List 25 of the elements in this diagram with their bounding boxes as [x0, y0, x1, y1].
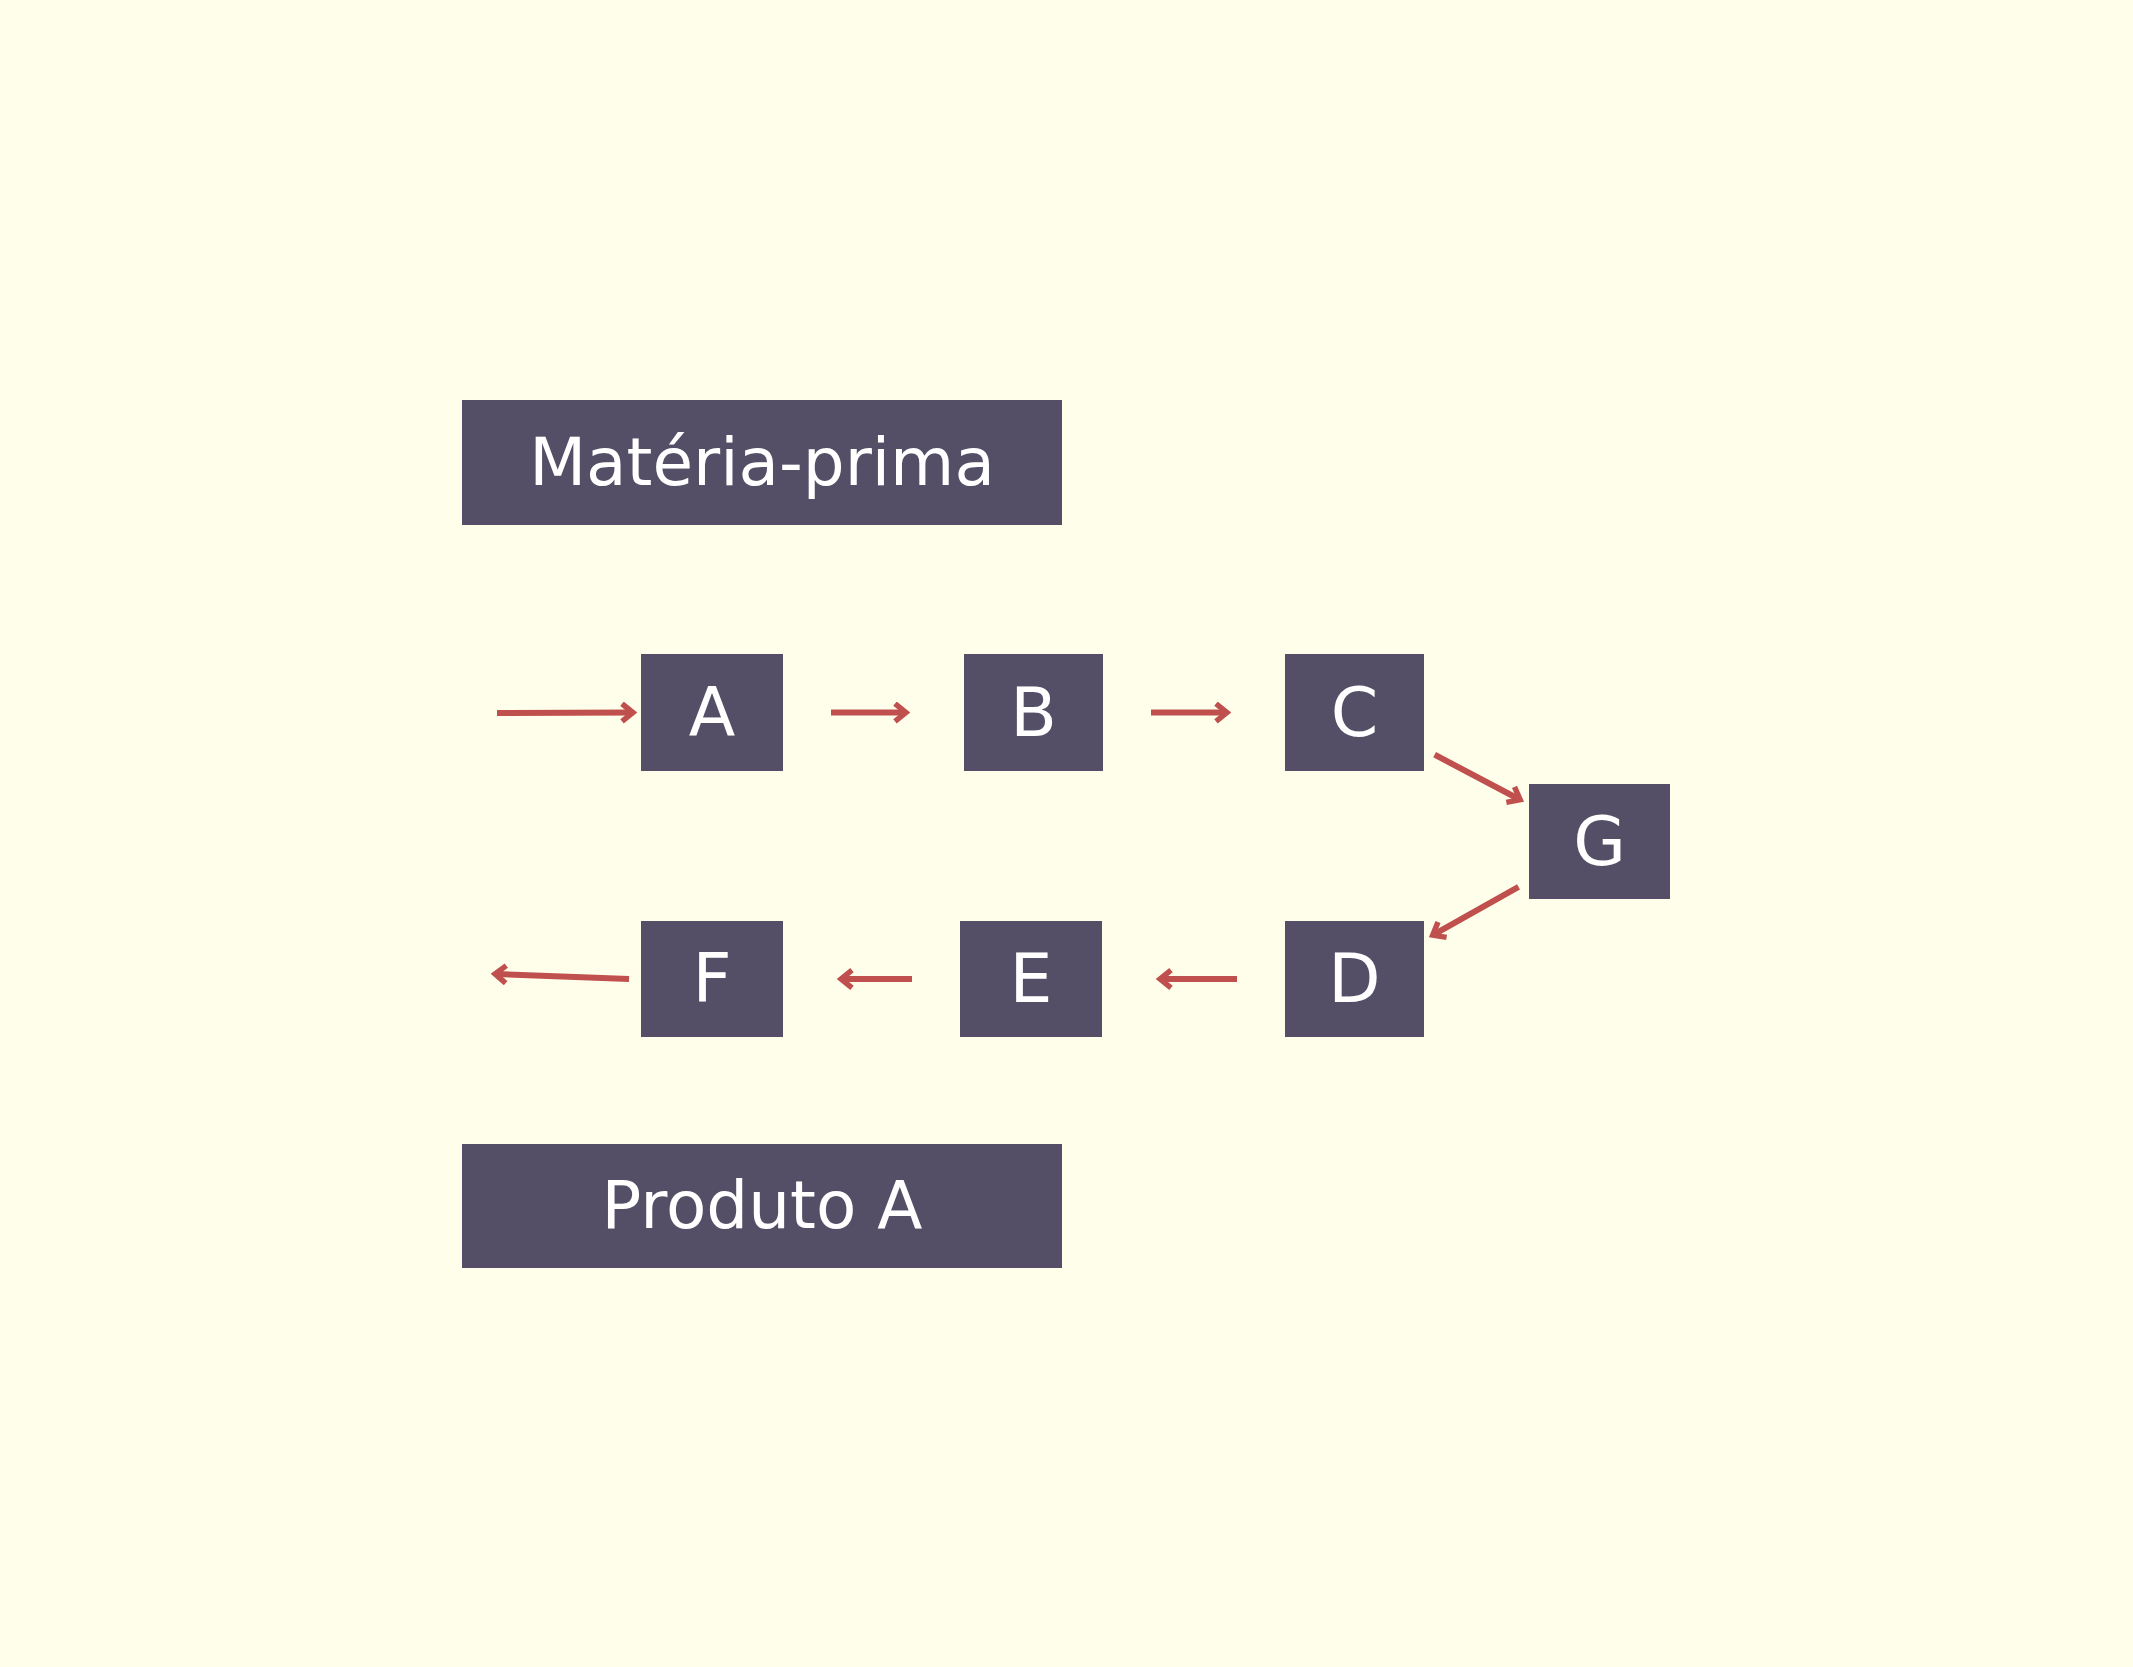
box-label: A — [688, 678, 736, 747]
process-box — [964, 654, 1103, 771]
arrow — [497, 701, 636, 725]
process-box — [1529, 784, 1670, 899]
process-box — [641, 921, 783, 1037]
process-box — [960, 921, 1102, 1037]
process-box — [1285, 921, 1424, 1037]
arrow — [492, 962, 630, 986]
process-box — [462, 400, 1062, 525]
box-label: G — [1573, 807, 1626, 876]
arrow — [831, 700, 909, 725]
box-label: Produto A — [601, 1173, 923, 1239]
box-label: D — [1328, 945, 1381, 1013]
box-label: E — [1009, 945, 1053, 1013]
arrow — [1151, 700, 1230, 725]
arrow — [1157, 967, 1237, 991]
process-box — [1285, 654, 1424, 771]
process-box — [641, 654, 783, 771]
arrow — [1433, 752, 1523, 806]
box-label: C — [1330, 678, 1379, 747]
process-box — [462, 1144, 1062, 1268]
arrow — [838, 967, 912, 991]
arrow — [1429, 884, 1520, 941]
box-label: F — [692, 945, 732, 1013]
box-label: B — [1010, 678, 1057, 747]
